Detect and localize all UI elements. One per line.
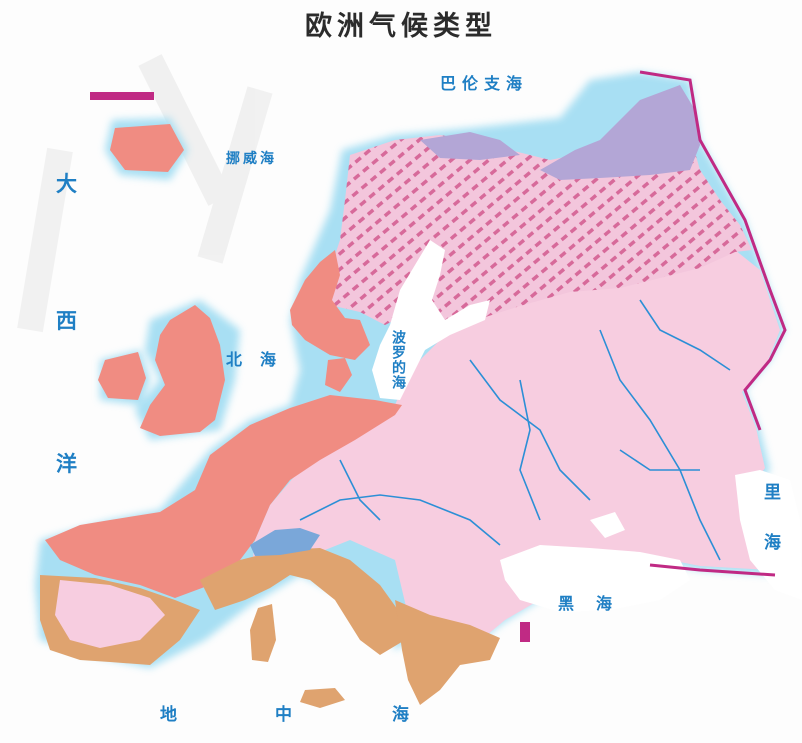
watermark <box>17 54 273 333</box>
southeast-border-line <box>649 563 776 577</box>
label-caspian-char-2: 海 <box>764 533 781 553</box>
region-maritime-scandinavia <box>290 250 370 360</box>
region-highland-alps <box>250 528 320 556</box>
label-black-sea: 黑海 <box>558 594 635 613</box>
map-title: 欧洲气候类型 <box>305 11 497 42</box>
label-mediterranean-char-1: 地 <box>160 705 177 725</box>
azov-water <box>590 512 625 538</box>
label-mediterranean-char-3: 海 <box>392 705 409 725</box>
label-north-sea: 北海 <box>226 350 295 369</box>
label-atlantic-char-1: 大 <box>56 172 77 196</box>
region-tundra-north <box>420 132 520 160</box>
region-greece-mediterranean <box>395 600 500 705</box>
label-norwegian-sea: 挪威海 <box>226 151 277 167</box>
label-atlantic-char-3: 洋 <box>56 452 77 476</box>
eastern-border-line <box>639 70 787 431</box>
label-atlantic-char-2: 西 <box>56 309 77 333</box>
label-baltic-sea: 波罗的海 <box>390 330 406 390</box>
label-caspian-char-1: 里 <box>764 483 781 503</box>
island-corsica-sardinia <box>250 604 276 662</box>
region-tundra <box>540 85 700 180</box>
island-iceland <box>110 124 184 172</box>
rivers <box>299 299 731 561</box>
turkey-accent-bar <box>520 622 530 642</box>
caspian-water <box>735 470 802 600</box>
region-italy-mediterranean <box>200 548 405 655</box>
black-sea-water <box>500 545 690 612</box>
region-maritime-west-coast <box>45 395 402 598</box>
label-mediterranean-char-2: 中 <box>275 705 292 725</box>
island-great-britain <box>140 305 225 436</box>
island-ireland <box>98 352 146 400</box>
region-iberia-interior <box>55 580 165 648</box>
region-denmark <box>325 358 352 392</box>
label-barents-sea: 巴伦支海 <box>440 74 529 93</box>
baltic-water <box>372 240 490 400</box>
iceland-accent-bar <box>90 92 154 100</box>
island-sicily <box>300 688 345 708</box>
